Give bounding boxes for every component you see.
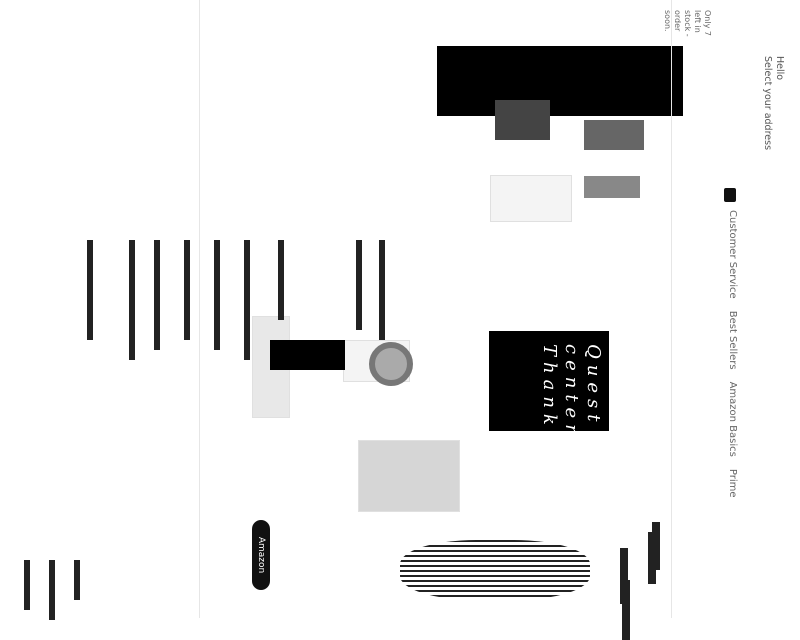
product-thumb-ring[interactable] [369,342,413,386]
nav-link-customer-service[interactable]: Customer Service [727,210,738,299]
product-title-bar-1 [379,240,385,340]
footer-line-2 [49,560,55,620]
banner-image-right [584,176,640,198]
promo-note-line-1: Quest [583,344,604,428]
footer-line-1 [74,560,80,600]
nav-links: Customer Service Best Sellers Amazon Bas… [727,210,738,498]
product-title-bar-5 [214,240,220,350]
product-title-bar-3 [278,240,284,320]
product-title-bar-9 [87,240,93,340]
product-title-bar-8 [129,240,135,360]
promo-note: Quest center Thank [538,344,604,439]
product-title-bar-7 [154,240,160,350]
banner-redaction [437,46,683,116]
promo-note-line-2: center [561,344,582,439]
product-thumb-1[interactable] [490,175,572,222]
amazon-pill-label: Amazon [256,536,266,574]
stock-note: Only 7 left in stock - order soon. [662,10,712,50]
nav-link-amazon-basics[interactable]: Amazon Basics [727,381,738,457]
cart-icon[interactable] [724,188,736,202]
footer-sash [400,540,590,600]
promo-note-line-3: Thank [539,344,560,431]
footer-line-3 [24,560,30,610]
greeting-text: Hello [774,56,785,81]
select-address-link[interactable]: Select your address [762,56,773,151]
product-thumb-3[interactable] [358,440,460,512]
deliver-to-block[interactable]: Hello Select your address [761,56,785,150]
product-title-bar-4 [244,240,250,360]
product-title-bar-6 [184,240,190,340]
nav-link-best-sellers[interactable]: Best Sellers [727,310,738,370]
amazon-pill[interactable]: Amazon [252,520,270,590]
banner-image-left [495,100,550,140]
banner-image-mid [584,120,644,150]
nav-link-prime[interactable]: Prime [727,468,738,498]
product-title-bar-2 [356,240,362,330]
info-line-2 [648,532,656,584]
divider-line-1 [671,0,672,618]
divider-line-2 [199,0,200,618]
product-thumb-dark [270,340,345,370]
rotated-page: Hello Select your address Only 7 left in… [24,0,785,640]
info-line-4 [622,580,630,640]
